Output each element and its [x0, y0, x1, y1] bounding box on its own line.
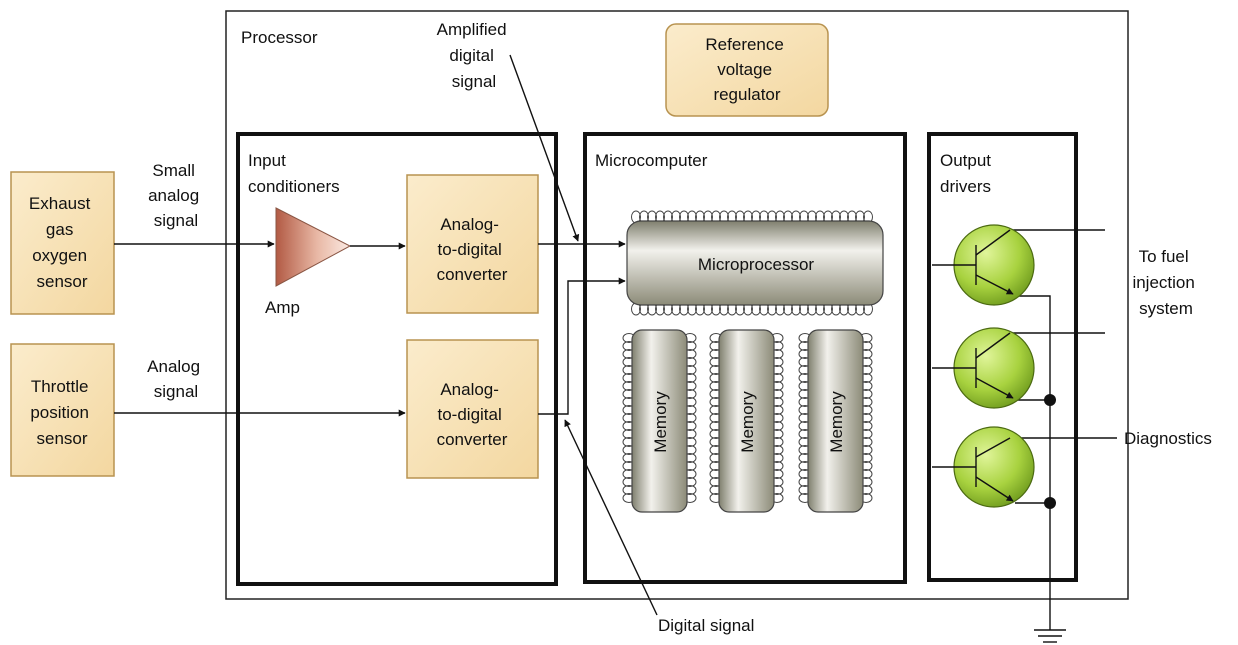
junction-dot	[1044, 497, 1056, 509]
output-drivers-box	[927, 132, 1078, 582]
junction-dot	[1044, 394, 1056, 406]
transistor-3	[953, 426, 1035, 508]
adc-top: Analog- to-digital converter	[406, 174, 539, 314]
sensor-line: sensor	[36, 272, 87, 291]
analog-signal-label: Analog signal	[147, 357, 205, 401]
reference-line: regulator	[713, 85, 780, 104]
memory-label: Memory	[827, 391, 846, 453]
microprocessor-label: Microprocessor	[698, 255, 815, 274]
sensor-line: Exhaust	[29, 194, 91, 213]
memory-chip: Memory	[718, 329, 775, 513]
sensor-line: oxygen	[32, 246, 87, 265]
svg-text:Throttle position: Throttle position sensor	[30, 377, 93, 448]
memory-label: Memory	[651, 391, 670, 453]
svg-text:Reference voltage: Reference voltage regulator	[705, 35, 788, 104]
transistor-2	[953, 327, 1035, 409]
input-conditioners-label: Input conditioners	[248, 151, 340, 196]
amplifier	[275, 207, 352, 287]
adc-bottom: Analog- to-digital converter	[406, 339, 539, 479]
microprocessor	[626, 220, 884, 306]
amplified-digital-signal-label: Amplified digital signal	[437, 20, 512, 91]
microprocessor-pins	[631, 210, 873, 316]
memory-label: Memory	[738, 391, 757, 453]
amp-label: Amp	[265, 298, 300, 317]
svg-text:Analog- to-digital: Analog- to-digital converter	[437, 380, 508, 449]
digital-signal-label: Digital signal	[658, 616, 754, 635]
leader-amplified	[509, 54, 580, 242]
sensor-line: sensor	[36, 429, 87, 448]
sensor-line: Throttle	[31, 377, 89, 396]
leader-digital	[564, 419, 658, 616]
transistor-1	[953, 224, 1035, 306]
diagnostics-label: Diagnostics	[1124, 429, 1212, 448]
memory-chip: Memory	[807, 329, 864, 513]
microcomputer-label: Microcomputer	[595, 151, 708, 170]
processor-frame	[225, 10, 1129, 600]
throttle-position-sensor: Throttle position sensor	[10, 343, 115, 477]
wire-adc-bottom-to-mp	[538, 277, 626, 415]
svg-text:Analog- to-digital: Analog- to-digital converter	[437, 215, 508, 284]
reference-line: voltage	[717, 60, 772, 79]
svg-text:Exhaust gas oxygen: Exhaust gas oxygen sensor	[29, 194, 95, 291]
input-conditioners-box	[236, 132, 558, 586]
processor-label: Processor	[241, 28, 318, 47]
output-drivers-label: Output drivers	[940, 151, 996, 196]
fuel-injection-label: To fuel injection system	[1132, 247, 1199, 318]
exhaust-gas-oxygen-sensor: Exhaust gas oxygen sensor	[10, 171, 115, 315]
memory-chip: Memory	[631, 329, 688, 513]
sensor-line: gas	[46, 220, 73, 239]
reference-line: Reference	[705, 35, 783, 54]
reference-voltage-regulator: Reference voltage regulator	[665, 23, 829, 117]
small-analog-signal-label: Small analog signal	[148, 161, 204, 230]
sensor-line: position	[30, 403, 89, 422]
microcomputer-box	[583, 132, 907, 584]
